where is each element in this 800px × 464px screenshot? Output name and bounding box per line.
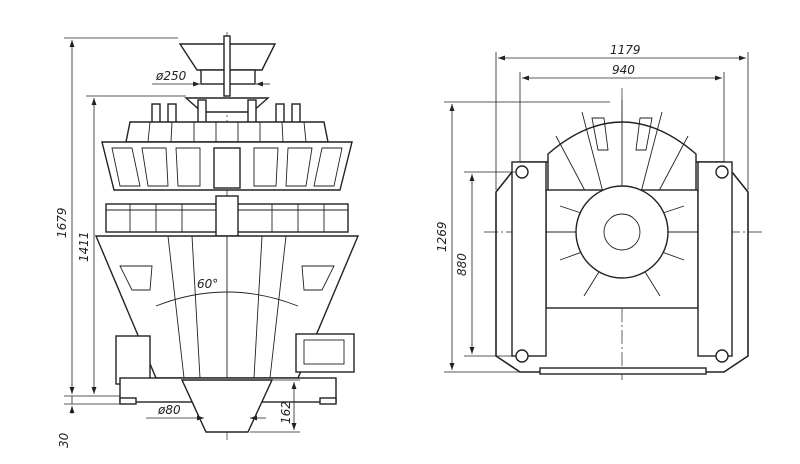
- svg-text:162: 162: [279, 401, 293, 424]
- dim-base: 30: [57, 396, 120, 448]
- dim-overall-width: 1179: [495, 43, 749, 190]
- central-hole: [603, 213, 641, 251]
- svg-text:ø80: ø80: [157, 403, 181, 417]
- svg-text:880: 880: [455, 253, 469, 276]
- central-ring: [575, 185, 669, 279]
- dim-overall-depth: 1269: [435, 101, 610, 373]
- dim-inner-width: 940: [519, 63, 725, 162]
- top-funnel: [178, 35, 277, 97]
- svg-text:940: 940: [612, 63, 635, 77]
- dim-outlet-height: 162: [250, 379, 300, 433]
- linear-vibrators: [151, 99, 301, 125]
- dim-outlet-diameter: ø80: [146, 403, 266, 421]
- weigh-hopper-row: [101, 141, 353, 191]
- svg-text:1269: 1269: [435, 221, 449, 252]
- angle-arc: [155, 291, 299, 307]
- top-view: 1179 940 1269 880: [435, 43, 762, 380]
- dim-top-diameter: ø250: [152, 69, 270, 87]
- svg-text:ø250: ø250: [155, 69, 187, 83]
- dim-inner-depth: 880: [455, 171, 516, 357]
- corner-feet: [515, 165, 729, 363]
- collating-chute: [94, 235, 360, 379]
- svg-text:1411: 1411: [77, 231, 91, 262]
- svg-text:30: 30: [57, 432, 71, 448]
- bottom-bar: [539, 367, 707, 375]
- svg-text:1679: 1679: [55, 207, 69, 238]
- dim-overall-height: 1679: [55, 37, 178, 397]
- side-panel-left: [511, 161, 547, 357]
- angle-label: 60°: [197, 277, 218, 291]
- memory-hopper-row: [105, 195, 349, 237]
- feed-bucket-row: [125, 121, 329, 143]
- svg-text:1179: 1179: [610, 43, 641, 57]
- control-box-left: [115, 335, 151, 385]
- front-view: 60° 1679 1411: [55, 32, 360, 448]
- side-panel-right: [697, 161, 733, 357]
- dim-body-height: 1411: [77, 95, 186, 394]
- discharge-outlet: [180, 379, 274, 433]
